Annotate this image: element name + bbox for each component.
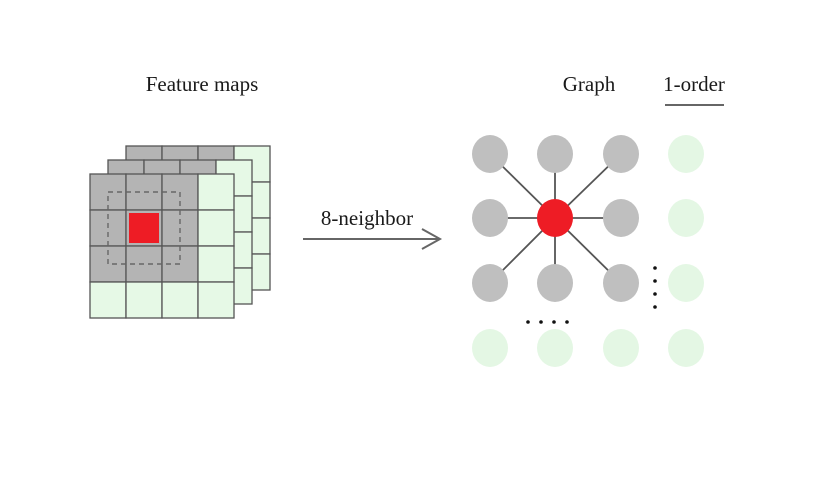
center-node [537,199,573,237]
feature-cell [197,209,235,247]
feature-cell [125,281,163,319]
neighbor-node [537,135,573,173]
feature-cell [197,281,235,319]
center-cell [129,213,159,243]
feature-cell [197,245,235,283]
graph-title: Graph [563,72,616,96]
arrow-head [421,228,443,250]
receptive-field-box [107,191,181,265]
outer-node [537,329,573,367]
ellipsis-vertical [653,266,657,309]
neighbor-node [603,264,639,302]
neighbor-node [472,264,508,302]
ellipsis-horizontal [526,320,569,324]
neighbor-arrow [303,228,443,250]
outer-node [668,264,704,302]
outer-node [668,199,704,237]
feature-maps-stack [89,145,271,319]
outer-node [668,329,704,367]
outer-node [603,329,639,367]
arrow-label: 8-neighbor [321,206,413,230]
neighbor-node [603,199,639,237]
outer-node [668,135,704,173]
feature-map-layer [89,173,235,319]
neighbor-node [537,264,573,302]
neighbor-node [472,135,508,173]
graph-nodes [472,135,704,367]
outer-node [472,329,508,367]
feature-cell [197,173,235,211]
neighbor-node [603,135,639,173]
feature-cell [161,281,199,319]
feature-cell [89,281,127,319]
order-title: 1-order [663,72,725,96]
feature-maps-title: Feature maps [146,72,259,96]
neighbor-node [472,199,508,237]
